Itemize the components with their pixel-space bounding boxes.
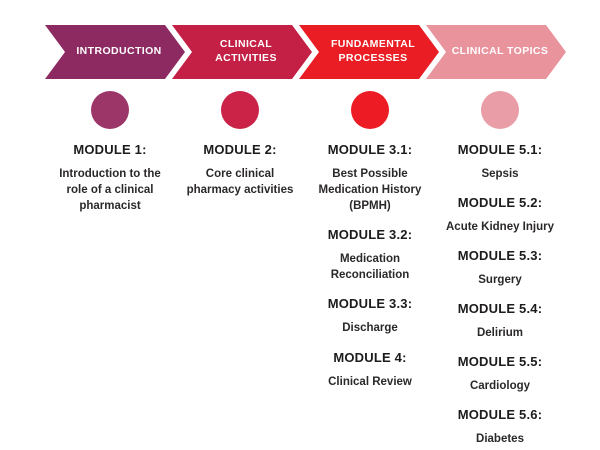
module-heading: MODULE 4:: [333, 349, 407, 365]
stage-chevron-introduction: INTRODUCTION: [45, 25, 185, 79]
stage-chevron-clinical-activities: CLINICAL ACTIVITIES: [172, 25, 312, 79]
module-description: Surgery: [478, 274, 522, 287]
module-heading: MODULE 3.1:: [327, 142, 413, 157]
module-heading: MODULE 2:: [203, 142, 277, 157]
column-clinical-topics: MODULE 5.1: Sepsis MODULE 5.2: Acute Kid…: [435, 91, 565, 448]
module-description: Clinical Review: [328, 375, 412, 388]
module-heading: MODULE 5.1:: [457, 142, 543, 157]
stage-dot-icon: [91, 91, 129, 129]
stage-label: CLINICAL TOPICS: [451, 45, 549, 58]
module-heading: MODULE 5.2:: [457, 195, 543, 211]
module-description: Sepsis: [481, 168, 519, 180]
module-heading: MODULE 3.3:: [327, 296, 413, 312]
module-description: Diabetes: [476, 433, 524, 446]
stage-banner: INTRODUCTION CLINICAL ACTIVITIES FUNDAME…: [0, 0, 600, 90]
module-heading: MODULE 5.5:: [457, 354, 543, 370]
module-heading: MODULE 5.4:: [457, 301, 543, 317]
module-description: Delirium: [476, 327, 523, 340]
stage-label: FUNDAMENTAL PROCESSES: [330, 38, 416, 64]
module-heading: MODULE 5.3:: [457, 248, 543, 264]
stage-chevron-clinical-topics: CLINICAL TOPICS: [426, 25, 566, 79]
stage-dot-icon: [351, 91, 389, 129]
module-heading: MODULE 5.6:: [457, 407, 543, 423]
module-description: Core clinical pharmacy activities: [186, 168, 294, 197]
module-description: Best Possible Medication History (BPMH): [318, 168, 422, 213]
column-introduction: MODULE 1: Introduction to the role of a …: [45, 91, 175, 448]
module-heading: MODULE 3.2:: [327, 227, 413, 243]
column-fundamental-processes: MODULE 3.1: Best Possible Medication His…: [305, 91, 435, 448]
module-description: Medication Reconciliation: [330, 253, 410, 282]
column-clinical-activities: MODULE 2: Core clinical pharmacy activit…: [175, 91, 305, 448]
module-description: Acute Kidney Injury: [446, 221, 554, 234]
module-description: Cardiology: [469, 380, 531, 393]
stage-label: CLINICAL ACTIVITIES: [215, 38, 277, 64]
stage-dot-icon: [221, 91, 259, 129]
module-description: Discharge: [342, 322, 398, 335]
module-description: Introduction to the role of a clinical p…: [59, 168, 161, 213]
module-heading: MODULE 1:: [73, 142, 147, 157]
module-columns: MODULE 1: Introduction to the role of a …: [45, 91, 565, 448]
stage-label: INTRODUCTION: [76, 45, 162, 58]
stage-chevron-fundamental-processes: FUNDAMENTAL PROCESSES: [299, 25, 439, 79]
stage-dot-icon: [481, 91, 519, 129]
